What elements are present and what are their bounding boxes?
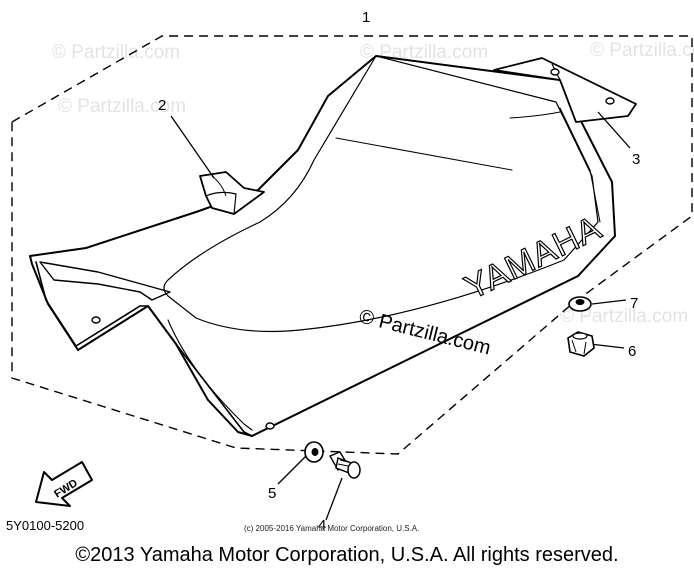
watermark-faint-right: © Partzilla.com [560,306,688,327]
footer-copyright: ©2013 Yamaha Motor Corporation, U.S.A. A… [75,544,619,566]
watermark-faint-left: © Partzilla.com [58,96,186,117]
small-copyright: (c) 2005-2016 Yamaha Motor Corporation, … [244,524,419,533]
rear-bracket [493,57,637,123]
callout-4: 4 [318,517,326,534]
diagram-code: 5Y0100-5200 [6,518,84,533]
seat-body [29,55,616,437]
leader-lines [170,111,631,521]
seat-strap [199,171,265,215]
callout-6: 6 [628,343,636,360]
watermark-faint-top-left: © Partzilla.com [52,42,180,63]
callout-5: 5 [268,485,276,502]
callout-7: 7 [630,295,638,312]
washer-part-7 [568,296,592,312]
assembly-boundary-dashed [11,35,693,455]
callout-2: 2 [158,97,166,114]
callout-1: 1 [362,9,370,26]
nut-part-6 [567,331,595,357]
callout-3: 3 [632,151,640,168]
watermark-faint-top-right: © Partzilla.com [590,40,694,61]
fwd-arrow-icon: FWD [35,461,93,507]
washer-part-5 [304,441,324,463]
bolt-part-4 [328,451,361,479]
